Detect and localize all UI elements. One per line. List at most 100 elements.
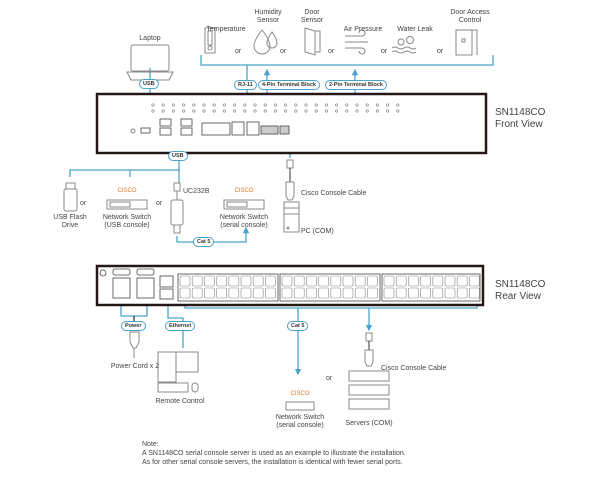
serial-port bbox=[252, 275, 264, 287]
serial-port bbox=[318, 275, 329, 287]
led-indicator bbox=[151, 109, 155, 113]
led-indicator bbox=[324, 103, 328, 107]
serial-port bbox=[191, 275, 203, 287]
serial-port bbox=[354, 287, 366, 299]
serial-port bbox=[367, 275, 378, 287]
led-indicator bbox=[375, 109, 379, 113]
console-cable-icon bbox=[285, 159, 295, 201]
remote-pc-icon bbox=[157, 351, 199, 393]
console-cable-rear-label: Cisco Console Cable bbox=[381, 365, 447, 372]
led-indicator bbox=[365, 109, 369, 113]
led-indicator bbox=[253, 109, 257, 113]
console-cable-label: Cisco Console Cable bbox=[301, 190, 367, 197]
serial-port bbox=[252, 287, 264, 299]
serial-port bbox=[456, 287, 468, 299]
pill-usb-laptop: USB bbox=[139, 79, 159, 89]
note-heading: Note: bbox=[142, 441, 159, 448]
network-switch-icon-rear bbox=[285, 401, 315, 411]
led-indicator bbox=[314, 103, 318, 107]
note-line-2: As for other serial console servers, the… bbox=[142, 459, 403, 466]
serial-port bbox=[306, 275, 317, 287]
led-indicator bbox=[243, 109, 247, 113]
or-label: or bbox=[381, 48, 388, 55]
laptop-icon bbox=[126, 44, 174, 81]
serial-port bbox=[444, 287, 456, 299]
led-indicator bbox=[222, 109, 226, 113]
led-indicator bbox=[182, 103, 186, 107]
switch-serial-label: Network Switch (serial console) bbox=[219, 214, 269, 229]
led-indicator bbox=[171, 103, 175, 107]
serial-port bbox=[456, 275, 468, 287]
serial-port bbox=[383, 275, 395, 287]
usb-flash-drive-icon bbox=[63, 182, 78, 212]
led-indicator bbox=[386, 109, 390, 113]
or-label: or bbox=[235, 48, 242, 55]
wind-icon bbox=[345, 29, 368, 55]
led-indicator bbox=[396, 109, 400, 113]
pc-com-label: PC (COM) bbox=[301, 228, 334, 235]
pill-rj11: RJ-11 bbox=[234, 80, 257, 90]
led-indicator bbox=[304, 109, 308, 113]
or-label: or bbox=[280, 48, 287, 55]
serial-port bbox=[216, 287, 227, 299]
serial-port bbox=[265, 275, 276, 287]
pill-cat5-front: Cat 5 bbox=[193, 237, 215, 247]
humidity-icon bbox=[253, 29, 278, 55]
led-indicator bbox=[396, 103, 400, 107]
led-indicator bbox=[273, 103, 277, 107]
serial-port bbox=[191, 287, 203, 299]
front-model: SN1148CO bbox=[495, 107, 546, 118]
led-indicator bbox=[212, 109, 216, 113]
led-indicator bbox=[324, 109, 328, 113]
serial-port bbox=[469, 275, 480, 287]
water-leak-icon bbox=[391, 36, 417, 54]
sensor-label-door: Door Sensor bbox=[300, 9, 324, 24]
led-indicator bbox=[212, 103, 216, 107]
pill-2pin: 2-Pin Terminal Block bbox=[325, 80, 387, 90]
serial-port bbox=[469, 287, 480, 299]
rear-view-label: Rear View bbox=[495, 291, 541, 302]
serial-port bbox=[281, 275, 293, 287]
led-indicator bbox=[345, 103, 349, 107]
laptop-label: Laptop bbox=[139, 35, 161, 42]
sensor-label-humidity: Humidity Sensor bbox=[254, 9, 282, 24]
serial-port bbox=[179, 275, 191, 287]
pill-4pin: 4-Pin Terminal Block bbox=[258, 80, 320, 90]
or-label: or bbox=[80, 200, 87, 207]
led-indicator bbox=[386, 103, 390, 107]
led-indicator bbox=[375, 103, 379, 107]
led-indicator bbox=[314, 109, 318, 113]
serial-port bbox=[354, 275, 366, 287]
led-indicator bbox=[253, 103, 257, 107]
serial-port bbox=[342, 275, 354, 287]
led-indicator bbox=[202, 103, 206, 107]
remote-control-label: Remote Control bbox=[155, 398, 205, 405]
power-cord-icon bbox=[129, 331, 140, 358]
led-indicator bbox=[284, 109, 288, 113]
front-device bbox=[95, 92, 488, 155]
usb-flash-label: USB Flash Drive bbox=[53, 214, 87, 229]
led-indicator bbox=[243, 103, 247, 107]
rear-model: SN1148CO bbox=[495, 279, 546, 290]
door-sensor-icon bbox=[304, 27, 321, 56]
serial-port bbox=[281, 287, 293, 299]
serial-port bbox=[383, 287, 395, 299]
pill-ethernet: Ethernet bbox=[165, 321, 196, 331]
cisco-logo: CISCO bbox=[290, 391, 310, 397]
switch-usb-label: Network Switch (USB console) bbox=[102, 214, 152, 229]
serial-port bbox=[432, 287, 444, 299]
serial-port bbox=[395, 275, 407, 287]
led-indicator bbox=[263, 103, 267, 107]
serial-port bbox=[228, 287, 240, 299]
serial-port bbox=[367, 287, 378, 299]
network-switch-icon bbox=[106, 199, 148, 210]
led-indicator bbox=[304, 103, 308, 107]
serial-port bbox=[179, 287, 191, 299]
led-indicator bbox=[192, 103, 196, 107]
console-cable-icon-rear bbox=[364, 332, 374, 367]
serial-port bbox=[293, 287, 305, 299]
serial-port bbox=[204, 275, 215, 287]
serial-port bbox=[318, 287, 329, 299]
uc232b-adapter-icon bbox=[170, 182, 184, 234]
serial-port bbox=[240, 275, 252, 287]
